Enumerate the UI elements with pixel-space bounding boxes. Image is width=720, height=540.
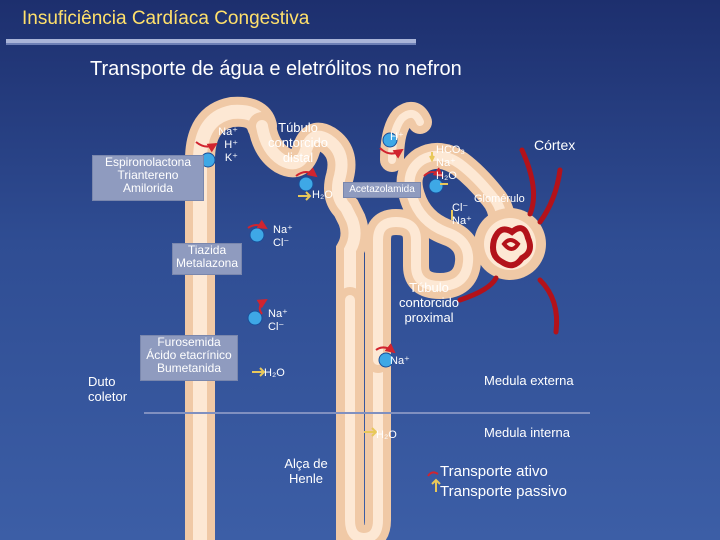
loop-of-henle [337,287,391,540]
label-distal-tubule: Túbulo contorcido distal [268,120,328,165]
title-underline-shadow [6,43,416,45]
label-inner-medulla: Medula interna [484,425,570,440]
drug-acetazolamide: Acetazolamida [343,182,421,198]
legend-glyphs [427,471,441,492]
active-transport-arrows [195,141,444,354]
drug-bumetanide: Bumetanida [156,361,222,375]
drug-box-loop: Furosemida Ácido etacrínico Bumetanida [140,335,238,381]
page-subtitle: Transporte de água e eletrólitos no nefr… [90,58,462,80]
ions-ascending-nacl: Na⁺ Cl⁻ [268,308,288,333]
label-glomerulus: Glomérulo [474,193,525,205]
label-cortex: Córtex [534,137,576,153]
proximal-tubule [365,142,515,373]
ion-distal-water: H₂O [312,189,333,201]
passive-transport-arrows [252,152,453,437]
label-collecting-duct: Duto coletor [88,374,128,404]
ion-descending-water: H₂O [264,367,285,379]
transporter-icons [200,132,444,368]
drug-metolazone: Metalazona [175,256,239,270]
drug-ethacrynic-acid: Ácido etacrínico [146,348,232,362]
label-proximal-tubule: Túbulo contorcido proximal [399,280,459,325]
drug-box-k-sparing: Espironolactona Triantereno Amilorida [92,155,204,201]
drug-triamterene: Triantereno [117,168,179,182]
glomerulus [474,208,546,280]
distal-tubule [248,112,369,540]
ion-proximal-h: H⁺ [390,131,404,143]
title-underline [6,39,416,43]
legend-passive-transport: Transporte passivo [440,483,568,500]
ion-inner-water: H₂O [376,429,397,441]
collecting-duct [185,96,277,540]
drug-furosemide: Furosemida [157,335,221,349]
cortex-medulla-divider [144,412,590,414]
legend-active-transport: Transporte ativo [440,463,548,480]
label-outer-medulla: Medula externa [484,373,574,388]
ion-proximal-na: Na⁺ [390,355,410,367]
ions-collecting-duct: Na⁺ H⁺ K⁺ [218,126,238,164]
drug-amiloride: Amilorida [122,181,173,195]
ions-proximal-list: HCO₃ Na⁺ H₂O [436,144,465,182]
label-loop-of-henle: Alça de Henle [284,456,328,486]
ions-proximal-cl-na: Cl⁻ Na⁺ [452,202,472,227]
drug-box-thiazide: Tiazida Metalazona [172,243,242,275]
blood-vessel [457,147,563,335]
page-title: Insuficiência Cardíaca Congestiva [22,8,310,29]
ions-distal-nacl: Na⁺ Cl⁻ [273,224,293,249]
drug-thiazide: Tiazida [187,243,227,257]
drug-spironolactone: Espironolactona [104,155,192,169]
